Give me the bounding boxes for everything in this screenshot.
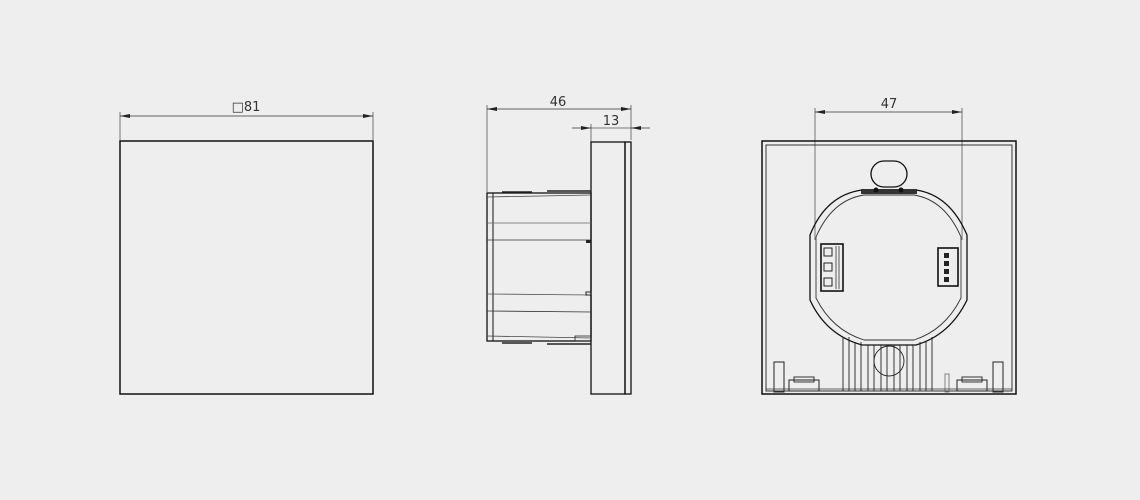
back-mount-dimension: 47 (881, 97, 898, 112)
front-view: □81 (119, 100, 374, 395)
terminal-block-left (820, 243, 844, 292)
side-view: 46 13 (486, 95, 650, 395)
side-depth-dimension: 46 (550, 95, 567, 110)
side-plate-dimension: 13 (603, 114, 620, 129)
back-view: 47 (761, 97, 1017, 395)
front-width-dimension: □81 (232, 100, 261, 115)
terminal-block-right (937, 247, 959, 287)
